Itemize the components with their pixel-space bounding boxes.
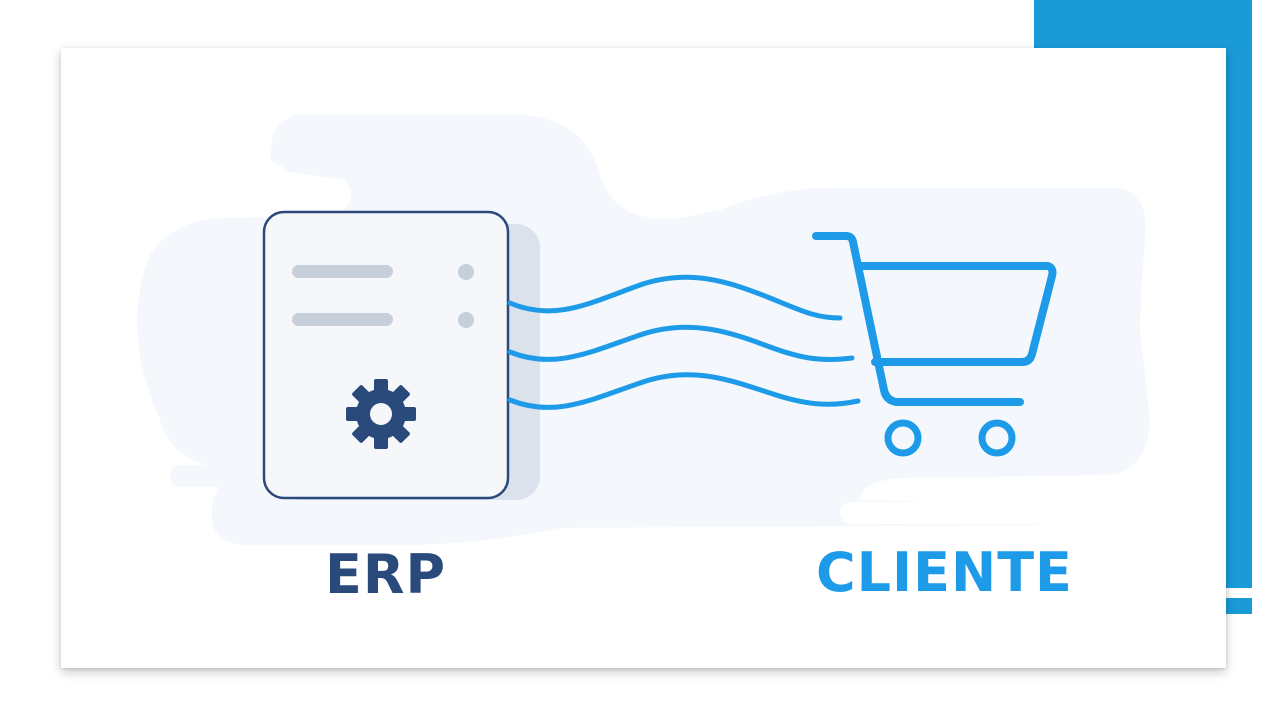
- shopping-cart-icon: [812, 232, 1057, 457]
- erp-label: ERP: [325, 543, 447, 606]
- data-flow-lines: [507, 274, 861, 410]
- cliente-label: CLIENTE: [816, 541, 1073, 604]
- server-icon: [262, 210, 540, 500]
- accent-bar-bottom: [1226, 598, 1252, 614]
- flow-line-1: [507, 274, 843, 321]
- flow-line-3: [507, 372, 861, 410]
- accent-bar-right: [1226, 0, 1252, 588]
- flow-line-2: [507, 324, 855, 362]
- highlight-pill: [840, 502, 1058, 524]
- gear-icon: [346, 379, 416, 449]
- accent-bar-top: [1034, 0, 1252, 48]
